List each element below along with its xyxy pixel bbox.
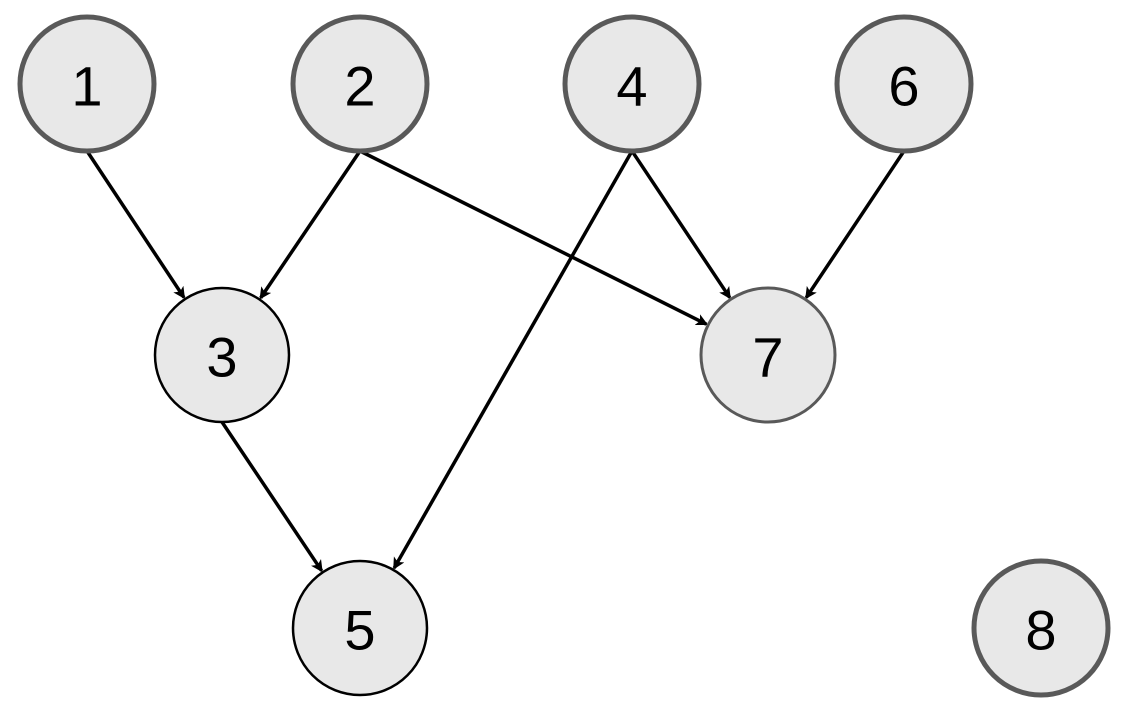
node-label-7: 7 [752, 326, 783, 389]
node-7: 7 [699, 286, 837, 424]
node-label-8: 8 [1025, 599, 1056, 662]
node-label-2: 2 [344, 55, 375, 118]
edge-2-to-3 [259, 150, 362, 300]
node-circle-4 [562, 14, 702, 154]
node-5: 5 [291, 559, 429, 697]
edge-6-to-7 [804, 150, 906, 300]
node-label-5: 5 [344, 599, 375, 662]
node-circle-2 [290, 14, 430, 154]
node-8: 8 [971, 558, 1111, 698]
node-4: 4 [562, 14, 702, 154]
edge-4-to-7 [630, 150, 732, 300]
edge-2-to-7 [359, 149, 709, 326]
nodes-layer: 1 2 4 6 3 7 5 8 [17, 14, 1111, 698]
node-circle-6 [834, 14, 974, 154]
node-label-1: 1 [71, 55, 102, 118]
node-label-6: 6 [888, 55, 919, 118]
node-1: 1 [17, 14, 157, 154]
node-label-4: 4 [616, 55, 647, 118]
node-2: 2 [290, 14, 430, 154]
node-6: 6 [834, 14, 974, 154]
edge-3-to-5 [220, 421, 324, 573]
node-circle-7 [699, 286, 837, 424]
node-circle-1 [17, 14, 157, 154]
node-label-3: 3 [206, 326, 237, 389]
node-circle-3 [153, 286, 291, 424]
node-circle-8 [971, 558, 1111, 698]
edge-1-to-3 [85, 150, 186, 300]
node-circle-5 [291, 559, 429, 697]
edge-4-to-5 [392, 150, 634, 570]
node-3: 3 [153, 286, 291, 424]
edges-layer [85, 149, 906, 573]
